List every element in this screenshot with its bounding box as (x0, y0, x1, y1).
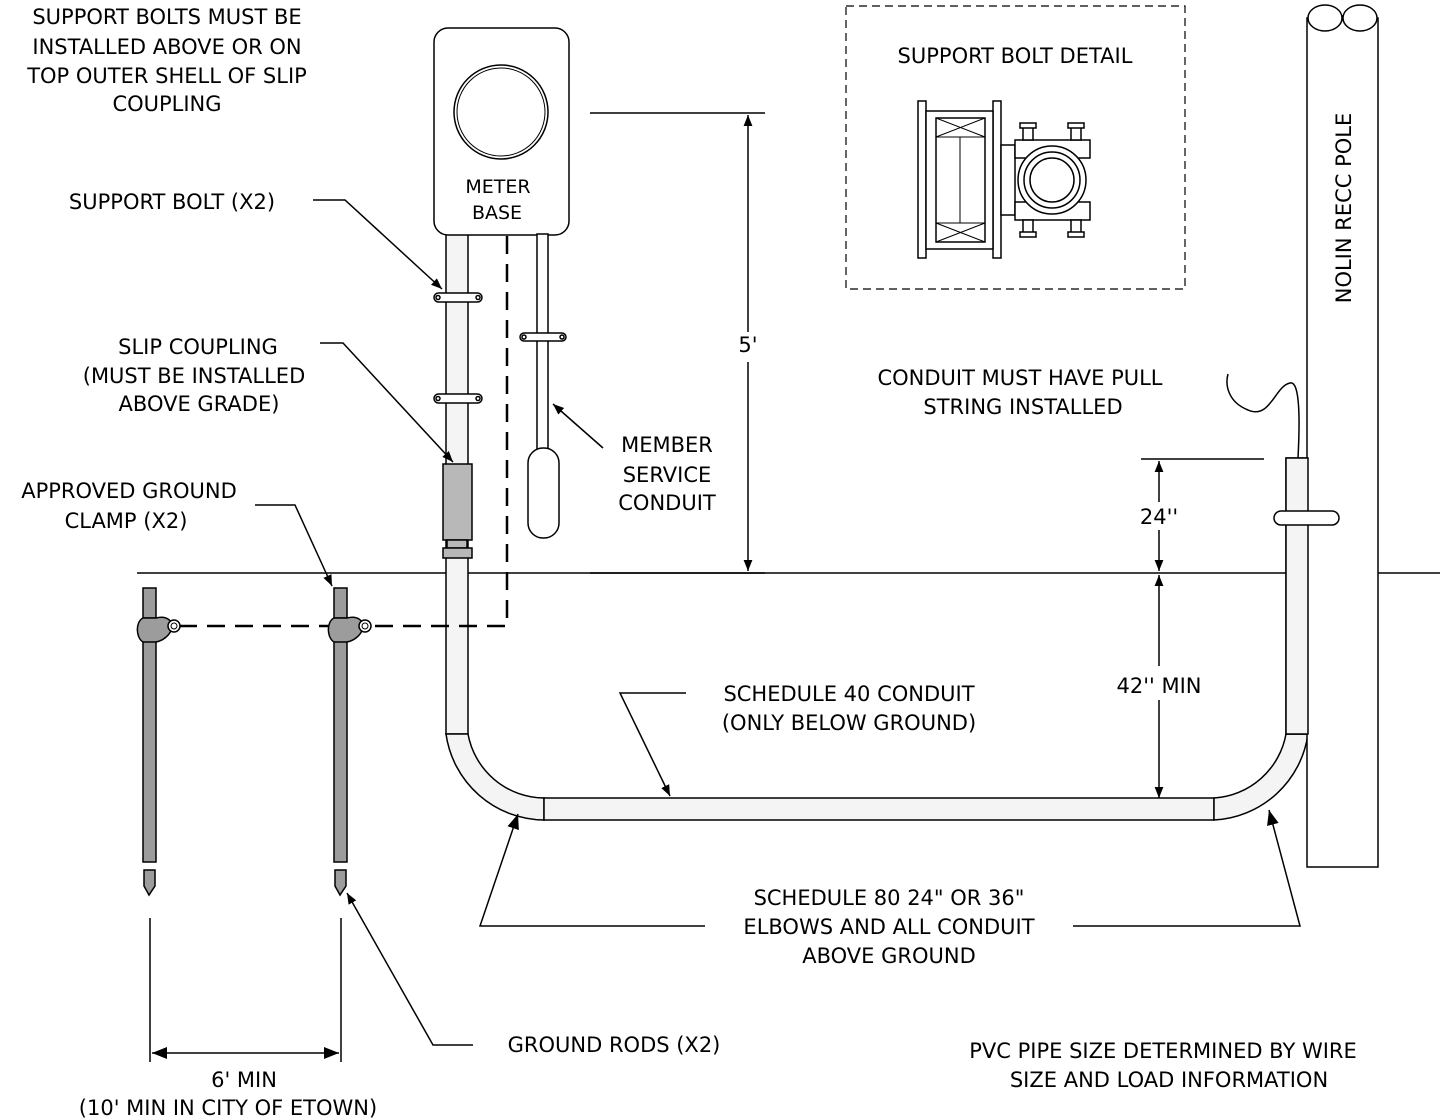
support-bolts-note-line-2: INSTALLED ABOVE OR ON (32, 35, 301, 59)
schedule-40-line-2: (ONLY BELOW GROUND) (722, 711, 976, 735)
ground-clamp-line-1: APPROVED GROUND (21, 479, 237, 503)
pull-string-line-2: STRING INSTALLED (923, 395, 1122, 419)
pole-label: NOLIN RECC POLE (1332, 113, 1356, 304)
slip-coupling-line-1: SLIP COUPLING (118, 335, 278, 359)
slip-coupling (442, 463, 473, 559)
leader-support-bolt (313, 199, 443, 290)
ground-rod-1 (136, 587, 181, 897)
ground-rod-2 (327, 587, 372, 897)
member-conduit-line-2: SERVICE (623, 463, 712, 487)
meter-base-label-1: METER (465, 176, 530, 198)
ground-rods-label: GROUND RODS (X2) (508, 1033, 721, 1057)
leader-schedule-80-left (478, 813, 705, 927)
member-service-conduit-label: MEMBER SERVICE CONDUIT (618, 433, 716, 515)
leader-slip-coupling (320, 342, 454, 463)
support-bolt-detail: SUPPORT BOLT DETAIL (845, 5, 1186, 290)
member-service-conduit (519, 233, 567, 539)
pull-string-label: CONDUIT MUST HAVE PULL STRING INSTALLED (877, 366, 1162, 419)
dim-6ft-label-2: (10' MIN IN CITY OF ETOWN) (79, 1096, 377, 1120)
pole-strap (1273, 510, 1340, 526)
pole-riser (1285, 457, 1309, 735)
utility-pole: NOLIN RECC POLE (1306, 4, 1379, 868)
member-conduit-line-1: MEMBER (621, 433, 713, 457)
ground-clamp-line-2: CLAMP (X2) (65, 509, 188, 533)
slip-coupling-label: SLIP COUPLING (MUST BE INSTALLED ABOVE G… (83, 335, 306, 416)
meter-base-label-2: BASE (472, 202, 522, 224)
schedule-40-line-1: SCHEDULE 40 CONDUIT (723, 682, 974, 706)
support-bolt-strap-2 (433, 393, 483, 404)
meter-base: METER BASE (433, 27, 570, 236)
support-bolts-note-line-1: SUPPORT BOLTS MUST BE (32, 5, 301, 29)
member-conduit-line-3: CONDUIT (618, 491, 716, 515)
leader-schedule-80-right (1073, 809, 1301, 927)
pvc-note: PVC PIPE SIZE DETERMINED BY WIRE SIZE AN… (969, 1039, 1357, 1092)
schedule-80-line-3: ABOVE GROUND (802, 944, 976, 968)
dim-42in: 42'' MIN (1117, 575, 1202, 798)
leader-ground-clamp (255, 504, 333, 587)
support-bolt-label: SUPPORT BOLT (X2) (69, 190, 275, 214)
slip-coupling-line-2: (MUST BE INSTALLED (83, 364, 306, 388)
leader-member-conduit (552, 403, 604, 449)
support-bolt-strap-1 (433, 292, 483, 303)
dim-24in: 24'' (1140, 458, 1264, 571)
pvc-note-line-1: PVC PIPE SIZE DETERMINED BY WIRE (969, 1039, 1357, 1063)
dim-5ft: 5' (590, 112, 765, 574)
dim-5ft-label: 5' (738, 333, 757, 357)
ground-conductor (160, 236, 509, 628)
pull-string-line-1: CONDUIT MUST HAVE PULL (877, 366, 1162, 390)
schedule-80-label: SCHEDULE 80 24" OR 36" ELBOWS AND ALL CO… (743, 886, 1034, 968)
support-bolt-detail-title: SUPPORT BOLT DETAIL (898, 44, 1133, 68)
dim-6ft: 6' MIN (10' MIN IN CITY OF ETOWN) (79, 918, 377, 1120)
support-bolts-note-line-4: COUPLING (112, 92, 221, 116)
support-bolts-note: SUPPORT BOLTS MUST BE INSTALLED ABOVE OR… (26, 5, 307, 116)
schedule-80-line-2: ELBOWS AND ALL CONDUIT (743, 915, 1034, 939)
dim-42in-label: 42'' MIN (1117, 674, 1202, 698)
dim-6ft-label-1: 6' MIN (211, 1068, 277, 1092)
dim-24in-label: 24'' (1140, 505, 1178, 529)
meter-circle (453, 64, 549, 160)
leader-schedule-40 (618, 692, 686, 797)
schedule-80-line-1: SCHEDULE 80 24" OR 36" (754, 886, 1025, 910)
schedule-40-label: SCHEDULE 40 CONDUIT (ONLY BELOW GROUND) (722, 682, 976, 735)
leader-ground-rods (346, 892, 473, 1046)
support-bolts-note-line-3: TOP OUTER SHELL OF SLIP (26, 64, 307, 88)
ground-clamp-label: APPROVED GROUND CLAMP (X2) (21, 479, 237, 533)
slip-coupling-line-3: ABOVE GRADE) (119, 392, 280, 416)
pvc-note-line-2: SIZE AND LOAD INFORMATION (1010, 1068, 1328, 1092)
pull-string (1226, 373, 1300, 459)
